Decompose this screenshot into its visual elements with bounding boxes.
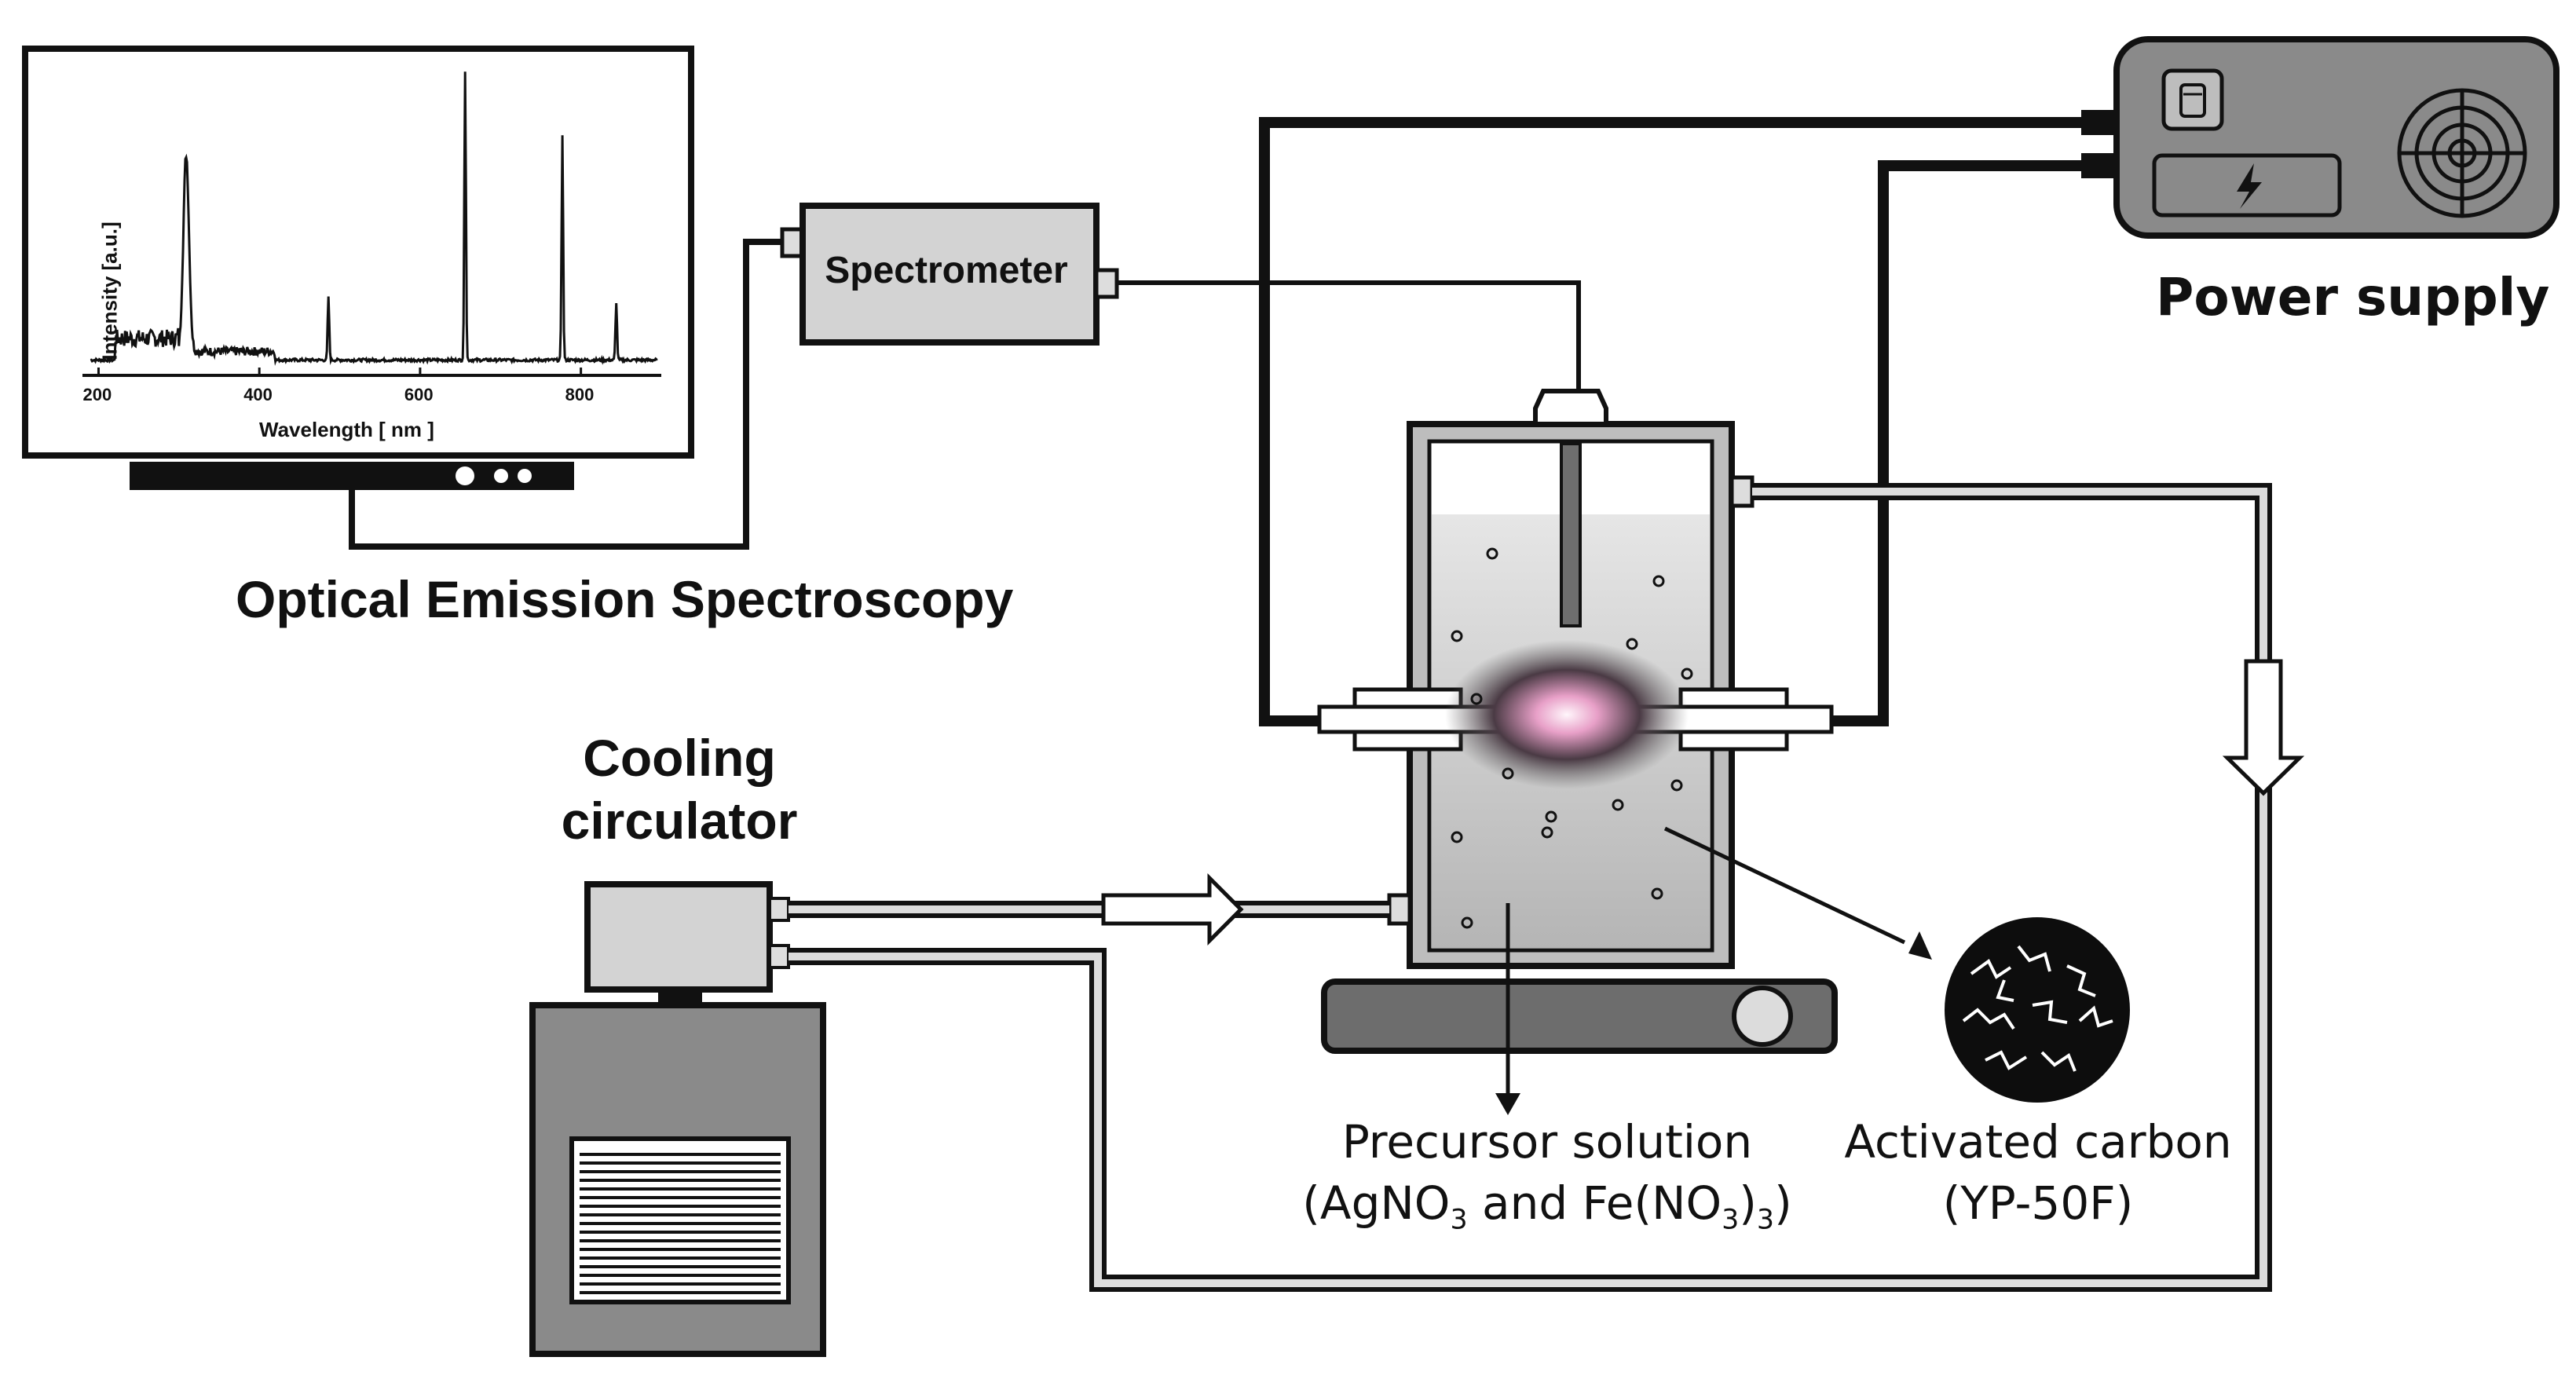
optical-fiber: [1117, 280, 1581, 393]
cooling-label-line1: Cooling: [583, 729, 776, 787]
spectrum-line: [90, 71, 658, 366]
activated-carbon-particle: [1945, 917, 2130, 1103]
precursor-label: Precursor solution (AgNO3 and Fe(NO3)3): [1249, 1111, 1846, 1251]
x-tick-marks: [97, 368, 583, 375]
oes-label: Optical Emission Spectroscopy: [236, 570, 1014, 628]
ac-label-line1: Activated carbon: [1844, 1115, 2232, 1169]
x-tick-label: 200: [82, 385, 112, 404]
cooling-circulator-label: Cooling circulator: [550, 726, 809, 852]
cooling-label-line2: circulator: [561, 792, 798, 850]
oes-monitor: [22, 46, 694, 490]
pointer-arrows: [1495, 826, 1932, 1115]
precursor-label-line1: Precursor solution: [1341, 1115, 1753, 1169]
x-tick-label: 400: [243, 385, 273, 404]
magnetic-stirrer: [1321, 978, 1838, 1054]
coolant-tubes: [789, 483, 2272, 1292]
fan-icon: [2397, 88, 2527, 218]
plasma-reactor: [1317, 389, 1834, 969]
x-tick-label: 600: [404, 385, 434, 404]
activated-carbon-label: Activated carbon (YP-50F): [1818, 1111, 2258, 1234]
flow-arrow-right: [1101, 872, 1244, 946]
x-tick-label: 800: [565, 385, 595, 404]
power-supply: [2081, 36, 2560, 239]
spectrometer-label: Spectrometer: [825, 250, 1068, 291]
ac-label-line2: (YP-50F): [1942, 1176, 2134, 1230]
power-cable-right: [1830, 160, 2083, 726]
power-supply-label: Power supply: [2156, 267, 2550, 327]
flow-arrow-down: [2222, 659, 2305, 796]
plasma-glow: [1445, 640, 1689, 789]
y-axis-title: Intensity [a.u.]: [97, 221, 122, 360]
x-axis-title: Wavelength [ nm ]: [259, 418, 434, 441]
cooling-circulator: [529, 881, 826, 1357]
cable-monitor-spectrometer: [349, 239, 787, 550]
precursor-label-line2: (AgNO3 and Fe(NO3)3): [1302, 1176, 1792, 1236]
power-cable-left: [1259, 117, 2083, 726]
spectrometer-box: [800, 203, 1100, 346]
